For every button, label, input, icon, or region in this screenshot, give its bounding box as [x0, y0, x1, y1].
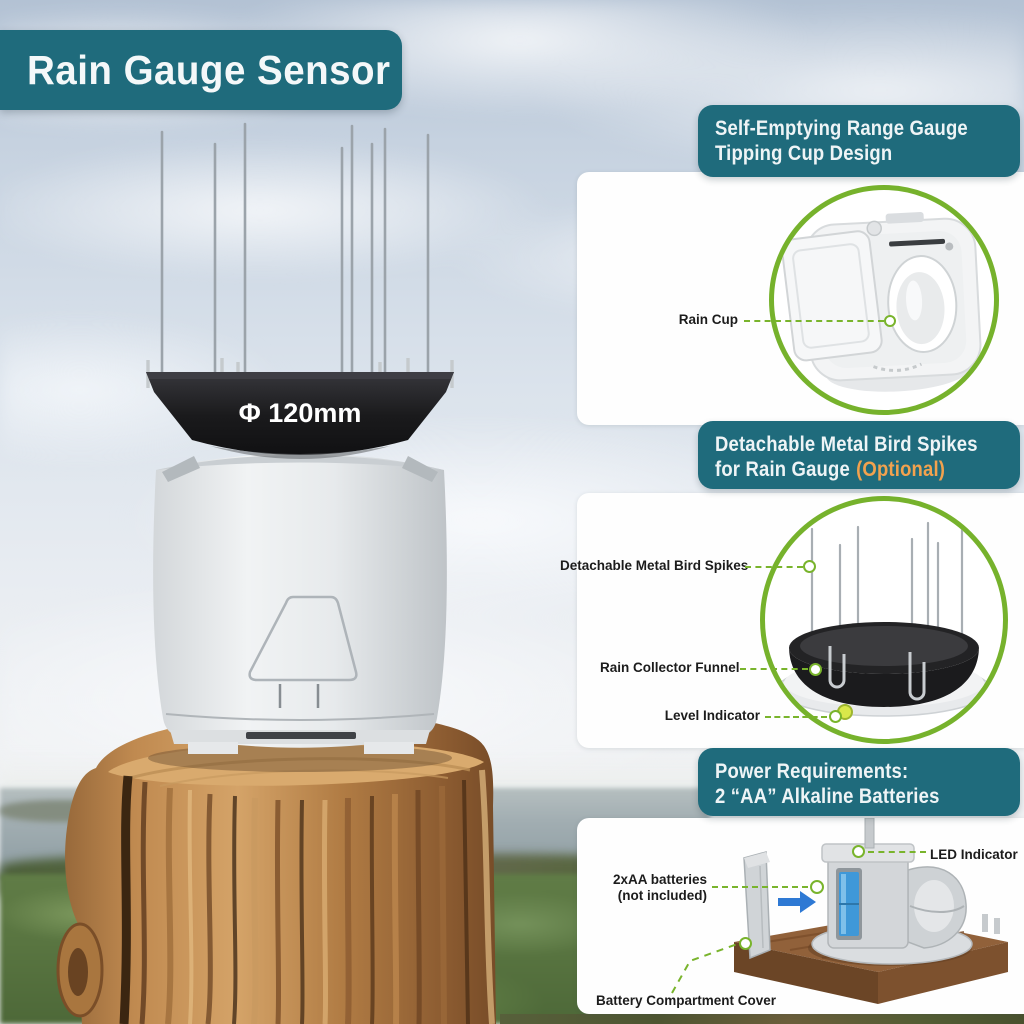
callout-batteries-line2: (not included) [617, 888, 707, 903]
callout-batteries: 2xAA batteries (not included) [613, 872, 707, 904]
callout-endpoint [810, 880, 824, 894]
battery-cover [743, 851, 771, 960]
bird-spikes [160, 122, 430, 380]
insert-arrow-icon [778, 891, 816, 913]
header-line: for Rain Gauge (Optional) [715, 457, 983, 482]
bottom-grass-strip [500, 1014, 1024, 1024]
detail-wires [828, 646, 926, 701]
callout-endpoint [809, 663, 822, 676]
callout-line [745, 566, 803, 568]
page-title: Rain Gauge Sensor [27, 47, 391, 93]
callout-bird-spikes: Detachable Metal Bird Spikes [560, 558, 749, 573]
callout-endpoint [852, 845, 865, 858]
callout-endpoint [739, 937, 752, 950]
battery-compartment-illustration [734, 818, 1008, 1004]
header-power: Power Requirements: 2 “AA” Alkaline Batt… [698, 748, 1020, 816]
header-bird-spikes: Detachable Metal Bird Spikes for Rain Ga… [698, 421, 1020, 489]
header-line: 2 “AA” Alkaline Batteries [715, 785, 940, 808]
callout-endpoint [803, 560, 816, 573]
callout-line [765, 716, 827, 718]
diameter-label: Φ 120mm [239, 398, 362, 428]
tipping-cup-detail-circle [769, 185, 999, 415]
header-line: Tipping Cup Design [715, 142, 893, 165]
title-banner: Rain Gauge Sensor [0, 30, 402, 110]
callout-rain-cup: Rain Cup [678, 312, 738, 327]
callout-line [712, 886, 808, 888]
header-tipping-cup: Self-Emptying Range Gauge Tipping Cup De… [698, 105, 1020, 177]
callout-collector-funnel: Rain Collector Funnel [600, 660, 740, 675]
bird-spikes-detail-circle [760, 496, 1008, 744]
header-line: Detachable Metal Bird Spikes [715, 433, 978, 456]
callout-battery-cover: Battery Compartment Cover [596, 993, 777, 1008]
callout-endpoint [884, 315, 896, 327]
callout-led-indicator: LED Indicator [930, 847, 1018, 862]
optional-highlight: (Optional) [856, 458, 946, 481]
gauge-body [153, 453, 447, 754]
callout-batteries-line1: 2xAA batteries [613, 872, 708, 887]
rain-gauge-product-photo: Φ 120mm [56, 122, 497, 1024]
callout-endpoint [829, 710, 842, 723]
callout-line [744, 320, 884, 322]
collector-funnel: Φ 120mm [146, 372, 454, 459]
callout-level-indicator: Level Indicator [664, 708, 760, 723]
header-line-part: for Rain Gauge [715, 458, 850, 481]
callout-line [868, 851, 926, 853]
header-line: Power Requirements: [715, 760, 909, 783]
tree-stump [56, 713, 497, 1024]
header-line: Self-Emptying Range Gauge [715, 117, 968, 140]
callout-line [740, 668, 808, 670]
bird-spikes-illustration [777, 521, 991, 720]
tipping-cup-illustration [781, 211, 982, 392]
